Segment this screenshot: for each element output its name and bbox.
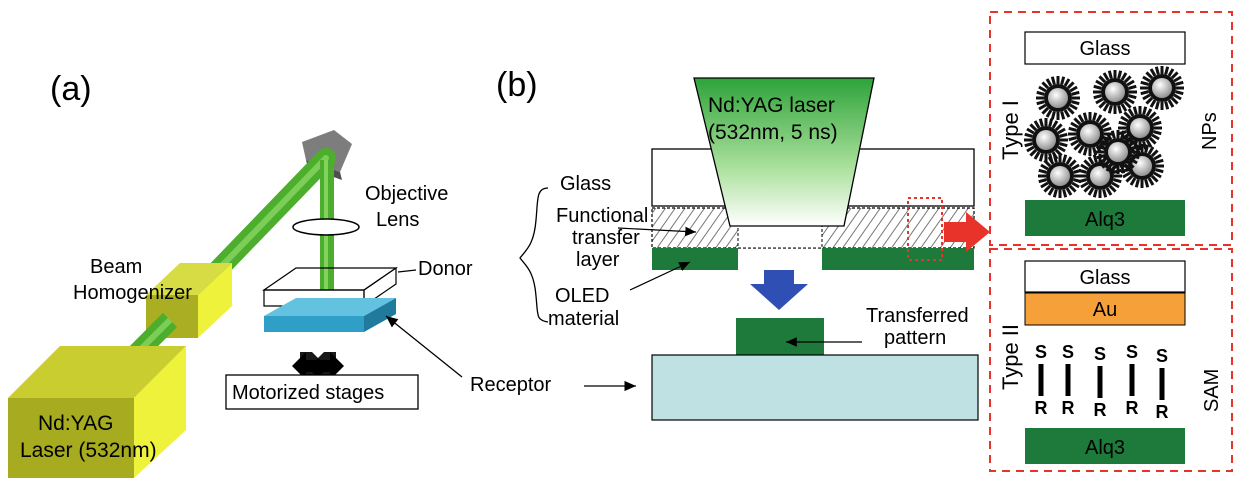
laser-label-b-2: (532nm, 5 ns) (708, 121, 838, 144)
type2-sam-label: SAM (1201, 369, 1223, 412)
panel-a-label: (a) (50, 70, 92, 108)
receptor-label: Receptor (470, 374, 551, 396)
laser-cone (693, 77, 875, 227)
transferred-pattern (736, 318, 824, 355)
type2-alq3-label: Alq3 (1085, 437, 1125, 459)
curly-brace (519, 187, 549, 323)
type1-glass (1024, 31, 1186, 65)
nanoparticle (1036, 76, 1080, 120)
functional-label-2: transfer (572, 227, 640, 249)
beam-homogenizer-label-1: Beam (90, 256, 142, 278)
oled-label-2: material (548, 308, 619, 330)
type2-au-label: Au (1093, 299, 1117, 321)
donor-label: Donor (418, 258, 473, 280)
sam-molecules: S R S R S R S R S R (1035, 342, 1169, 422)
motorized-stages-label: Motorized stages (232, 382, 384, 404)
receptor-stage (264, 298, 396, 332)
functional-label-3: layer (576, 249, 620, 271)
receptor-arrow-a (385, 315, 463, 378)
objective-lens-label-2: Lens (376, 209, 419, 231)
r-group-label: R (1156, 402, 1169, 422)
transferred-label-2: pattern (884, 327, 946, 349)
sulfur-label: S (1156, 346, 1168, 366)
sulfur-label: S (1126, 342, 1138, 362)
receptor-substrate (651, 354, 979, 421)
objective-lens (292, 218, 360, 236)
type1-frame (989, 11, 1233, 246)
laser-label-1: Nd:YAG (38, 412, 113, 435)
objective-lens-label-1: Objective (365, 183, 448, 205)
type2-frame (989, 248, 1233, 472)
panel-b-label: (b) (496, 66, 538, 104)
type1-side-label: Type I (998, 100, 1023, 160)
r-group-label: R (1126, 398, 1139, 418)
laser-label-b-1: Nd:YAG laser (708, 94, 835, 117)
nanoparticle (1093, 70, 1137, 114)
down-arrow-icon (750, 270, 808, 310)
r-group-label: R (1062, 398, 1075, 418)
ndyag-laser-box (8, 346, 186, 478)
type1-nps-label: NPs (1199, 112, 1221, 150)
nanoparticles (1024, 66, 1184, 198)
type2-side-label: Type II (998, 324, 1023, 390)
type1-glass-label: Glass (1079, 38, 1130, 60)
type1-alq3-label: Alq3 (1085, 209, 1125, 231)
oled-material-right (822, 248, 974, 270)
oled-material-left (652, 248, 738, 270)
functional-arrow (617, 226, 697, 237)
type2-glass (1024, 260, 1186, 293)
nanoparticle (1140, 66, 1184, 110)
nanoparticle (1078, 154, 1122, 198)
type2-glass-label: Glass (1079, 267, 1130, 289)
zoom-arrow-icon (944, 212, 990, 252)
nanoparticle (1038, 154, 1082, 198)
sulfur-label: S (1062, 342, 1074, 362)
transferred-label-1: Transferred (866, 305, 969, 327)
type1-alq3 (1025, 200, 1185, 236)
sulfur-label: S (1035, 342, 1047, 362)
nanoparticle (1096, 130, 1140, 174)
motorized-stages-box (225, 374, 419, 410)
laser-label-2: Laser (532nm) (20, 439, 157, 462)
glass-label-b: Glass (560, 173, 611, 195)
r-group-label: R (1035, 398, 1048, 418)
type2-au (1024, 292, 1186, 326)
oled-label-1: OLED (555, 285, 609, 307)
oled-arrow (629, 261, 691, 291)
type2-alq3 (1025, 428, 1185, 464)
sulfur-label: S (1094, 344, 1106, 364)
beam-homogenizer-label-2: Homogenizer (73, 282, 192, 304)
r-group-label: R (1094, 400, 1107, 420)
functional-label-1: Functional (556, 205, 648, 227)
nanoparticle (1024, 118, 1068, 162)
